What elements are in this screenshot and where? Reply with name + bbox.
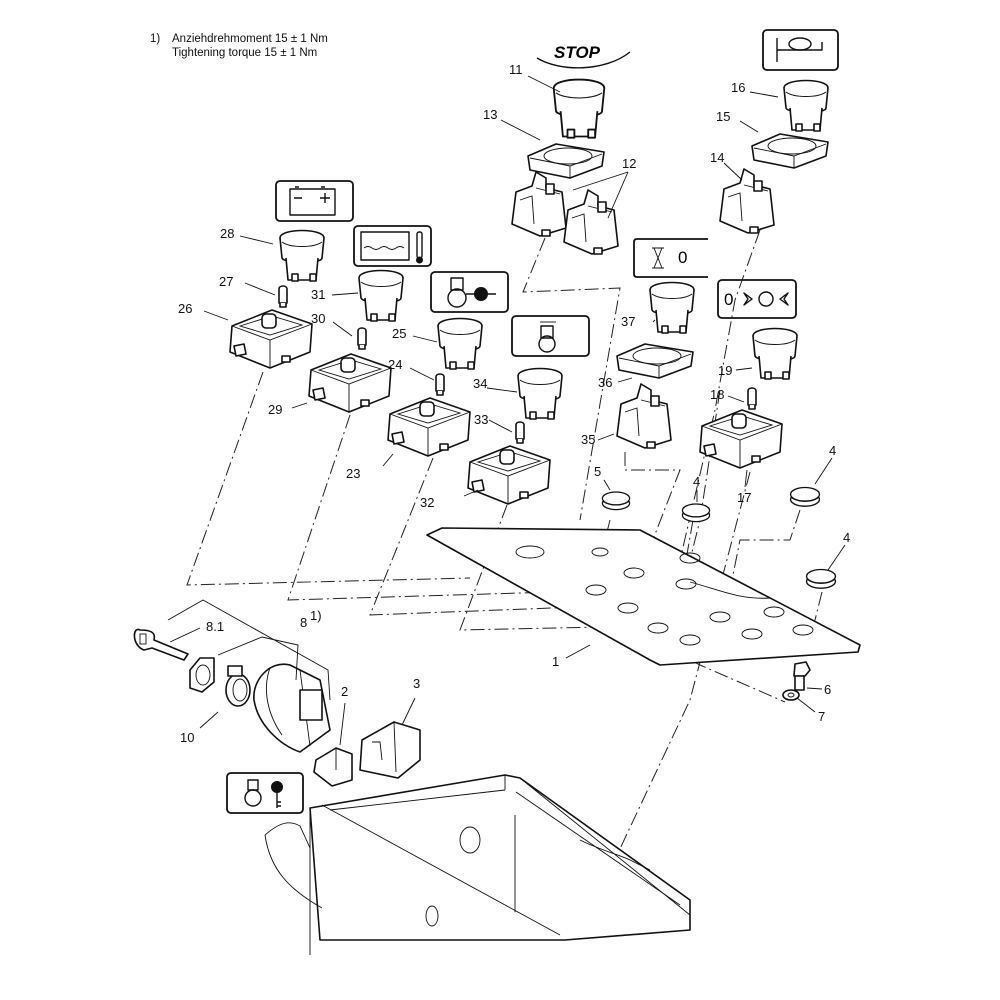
callout-33: 33: [474, 412, 488, 427]
panel-plate: [426, 527, 861, 666]
callout-23: 23: [346, 466, 360, 481]
callout-4a: 4: [693, 474, 700, 489]
callout-1: 1: [552, 654, 559, 669]
footnote-german: Anziehdrehmoment 15 ± 1 Nm: [172, 33, 328, 45]
brake-zero-label: 0: [724, 290, 733, 309]
horn-contact-block: [719, 168, 775, 234]
horn-icon: [762, 29, 839, 71]
battery-button: [279, 229, 325, 282]
callout-28: 28: [220, 226, 234, 241]
horn-collar: [751, 133, 829, 169]
grommet-4a: [681, 503, 711, 523]
lock-ring: [225, 665, 251, 707]
battery-icon: [275, 180, 354, 222]
stop-contact-block-a: [511, 171, 567, 237]
oil-temp-button: [517, 367, 563, 420]
callout-31: 31: [311, 287, 325, 302]
grommet-4c: [805, 568, 837, 589]
stop-label: STOP: [554, 43, 601, 62]
engine-oil-icon: [430, 271, 509, 313]
washer: [782, 689, 800, 701]
switch-base-32: [467, 445, 551, 505]
switch-base-23: [387, 397, 471, 457]
callout-14: 14: [710, 150, 724, 165]
ignition-key-icon: [226, 772, 304, 814]
callout-13: 13: [483, 107, 497, 122]
brake-zero-icon: 0: [717, 279, 797, 319]
callout-35: 35: [581, 432, 595, 447]
switch-base-29: [308, 353, 392, 413]
callout-11: 11: [509, 62, 523, 77]
ignition-switch: [253, 663, 331, 753]
callout-18: 18: [710, 387, 724, 402]
axle-zero-icon: 0: [633, 238, 708, 278]
callout-8-footnote: 1): [310, 608, 322, 623]
callout-15: 15: [716, 109, 730, 124]
nut: [189, 657, 215, 693]
coolant-button: [358, 269, 404, 322]
bulb-24: [435, 373, 445, 396]
stop-symbol: STOP: [536, 43, 631, 69]
ignition-group-brackets: [167, 599, 331, 701]
stop-contact-block-b: [563, 189, 619, 255]
bulb-18: [747, 387, 757, 410]
callout-25: 25: [392, 326, 406, 341]
callout-4b: 4: [829, 443, 836, 458]
callout-8: 8: [300, 615, 307, 630]
callout-labels: 11 13 12 16 15 14 28 27 26 31 30 25 24 2…: [178, 62, 850, 745]
callout-2: 2: [341, 684, 348, 699]
oil-temperature-icon: [511, 315, 590, 357]
callout-17: 17: [737, 490, 751, 505]
callout-32: 32: [420, 495, 434, 510]
coolant-temperature-icon: [353, 225, 432, 267]
footnote-english: Tightening torque 15 ± 1 Nm: [172, 47, 318, 59]
callout-34: 34: [473, 376, 487, 391]
callout-10: 10: [180, 730, 194, 745]
callout-5: 5: [594, 464, 601, 479]
callout-8-1: 8.1: [206, 619, 224, 634]
axle-contact-block: [616, 383, 672, 449]
connector-2: [313, 747, 353, 787]
axle-collar: [616, 343, 694, 379]
footnote-marker: 1): [150, 33, 161, 45]
key: [133, 628, 189, 661]
stop-button: [552, 78, 606, 139]
callout-3: 3: [413, 676, 420, 691]
callout-6: 6: [824, 682, 831, 697]
callout-7: 7: [818, 709, 825, 724]
bolt: [793, 661, 811, 691]
axle-button: [649, 281, 695, 334]
callout-30: 30: [311, 311, 325, 326]
callout-16: 16: [731, 80, 745, 95]
connector-3: [359, 721, 421, 779]
callout-4c: 4: [843, 530, 850, 545]
grommet-5: [601, 491, 631, 511]
leader-lines: [169, 75, 846, 746]
callout-19: 19: [718, 363, 732, 378]
grommet-4b: [789, 486, 821, 507]
switch-base-17: [699, 409, 783, 469]
axle-zero-label: 0: [678, 248, 687, 267]
bulb-27: [278, 285, 288, 308]
callout-29: 29: [268, 402, 282, 417]
callout-36: 36: [598, 375, 612, 390]
callout-37: 37: [621, 314, 635, 329]
console-housing: [264, 774, 691, 955]
callout-27: 27: [219, 274, 233, 289]
engine-oil-button: [437, 317, 483, 370]
brake-button: [752, 327, 798, 380]
stop-collar: [527, 143, 605, 179]
callout-12: 12: [622, 156, 636, 171]
switch-base-26: [229, 309, 313, 369]
horn-button: [783, 79, 829, 132]
bulb-33: [515, 421, 525, 444]
torque-footnote: 1) Anziehdrehmoment 15 ± 1 Nm Tightening …: [150, 32, 328, 60]
callout-24: 24: [388, 357, 402, 372]
bulb-30: [357, 327, 367, 350]
callout-26: 26: [178, 301, 192, 316]
